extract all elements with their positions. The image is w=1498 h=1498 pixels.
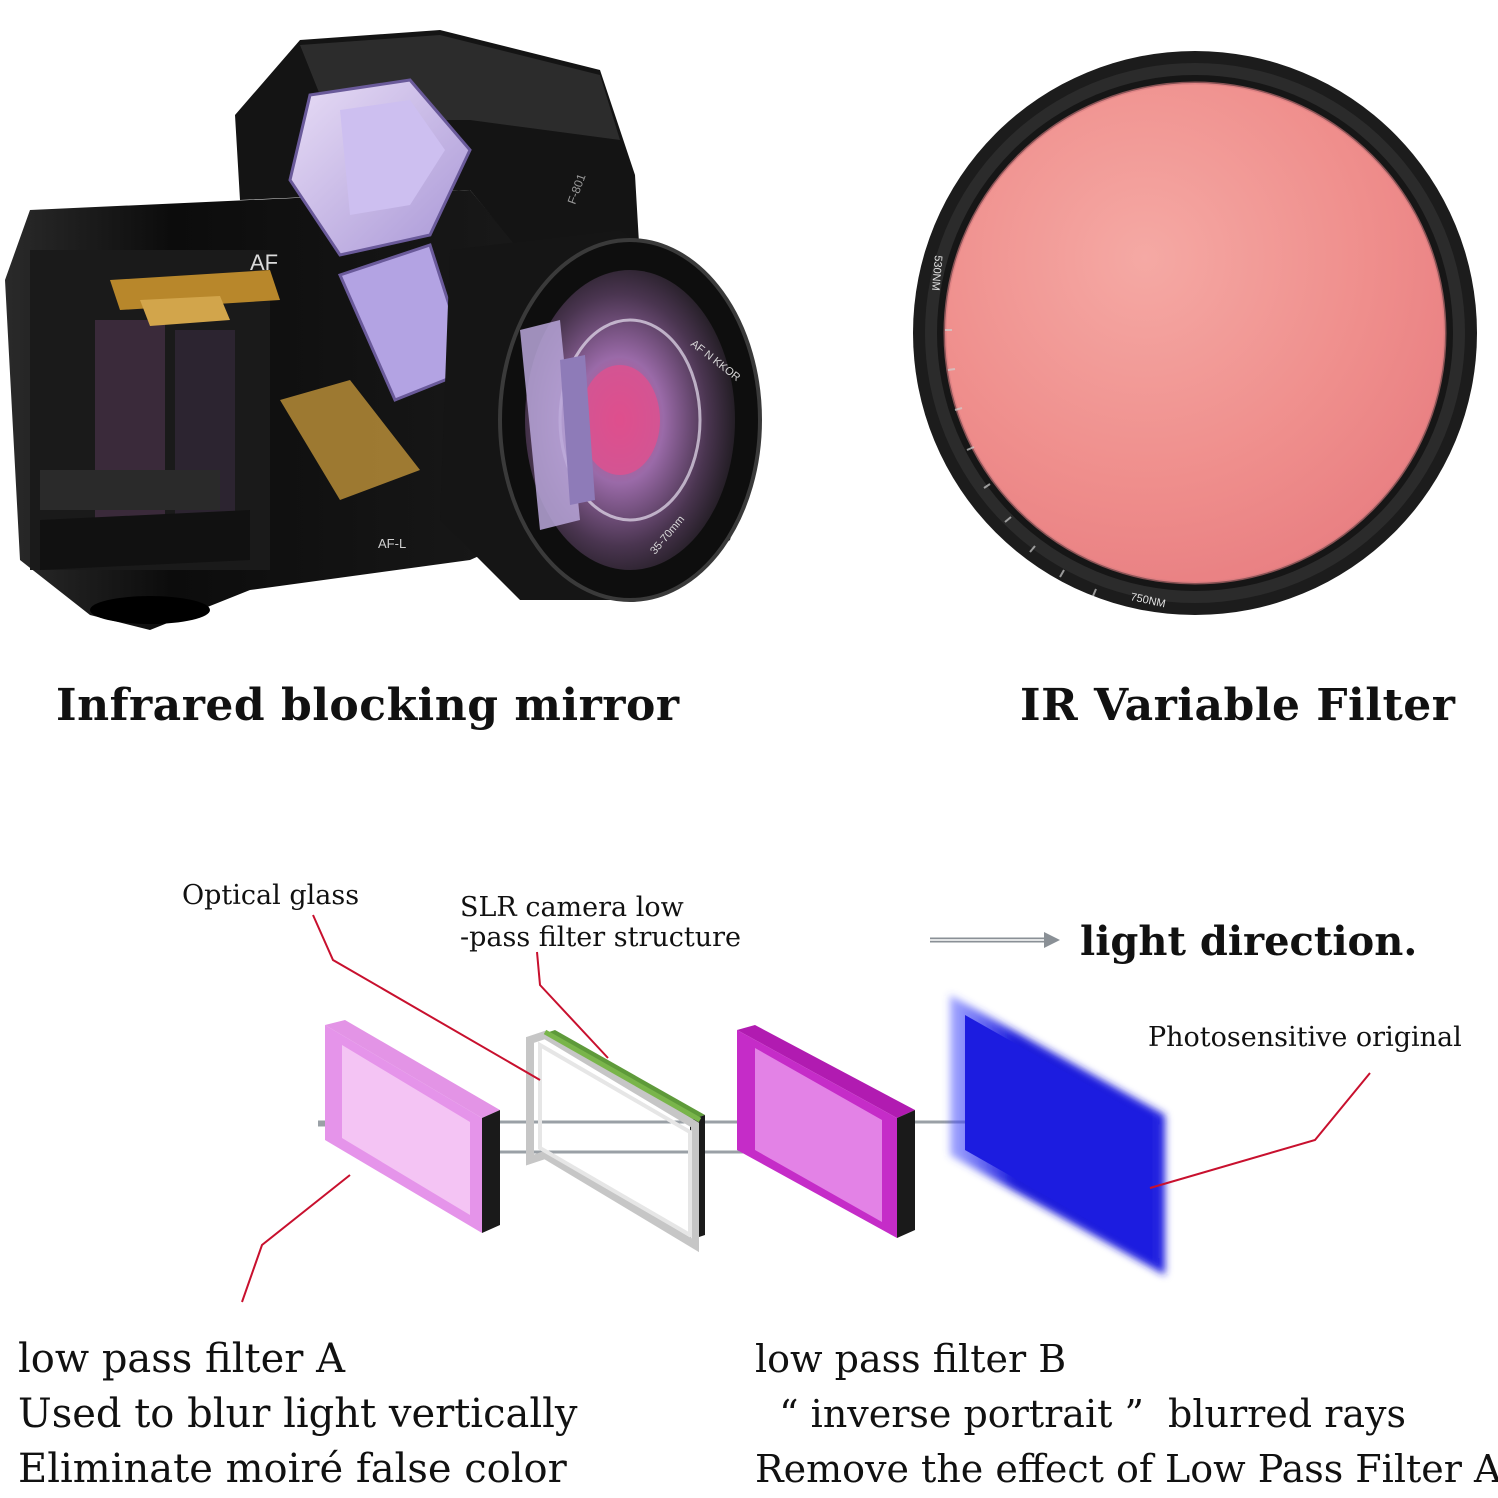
- ir-variable-filter-illustration: 530NM 750NM: [913, 51, 1477, 615]
- light-direction-label: light direction.: [1080, 918, 1418, 965]
- photosensitive-sensor-shape: [950, 995, 1165, 1275]
- low-pass-filter-a-shape: [325, 1020, 500, 1233]
- slr-structure-label-line2: -pass filter structure: [460, 922, 742, 953]
- slr-structure-label-line1: SLR camera low: [460, 892, 684, 923]
- low-pass-filter-b-shape: [737, 1025, 915, 1238]
- leader-line-filter-a: [241, 1174, 351, 1303]
- low-pass-filter-diagram: [241, 914, 1371, 1303]
- slr-lowpass-structure-shape: [526, 1029, 705, 1253]
- filter-a-description: low pass filter A Used to blur light ver…: [18, 1332, 578, 1497]
- filter-b-line3: Remove the effect of Low Pass Filter A: [755, 1447, 1498, 1491]
- filter-b-description: low pass filter B “ inverse portrait ” b…: [755, 1332, 1498, 1497]
- optical-glass-label: Optical glass: [182, 880, 360, 911]
- filter-a-line3: Eliminate moiré false color: [18, 1446, 567, 1492]
- leader-line-photosensitive: [1149, 1072, 1371, 1189]
- slr-structure-label: SLR camera low -pass filter structure: [460, 893, 741, 953]
- filter-min-marking: 530NM: [929, 255, 944, 291]
- filter-caption: IR Variable Filter: [1020, 680, 1456, 731]
- camera-caption: Infrared blocking mirror: [56, 680, 680, 731]
- camera-af-marking: AF: [250, 250, 278, 275]
- camera-afl-marking: AF-L: [378, 536, 406, 551]
- filter-a-line2: Used to blur light vertically: [18, 1391, 578, 1437]
- filter-b-line2: “ inverse portrait ” blurred rays: [755, 1392, 1406, 1436]
- photosensitive-label: Photosensitive original: [1148, 1022, 1462, 1053]
- leader-line-slr-structure: [536, 951, 609, 1059]
- filter-b-title: low pass filter B: [755, 1337, 1067, 1381]
- camera-cutaway-illustration: AF AF-L AF N KKOR 35-70mm F-801: [5, 30, 762, 630]
- leader-line-optical-glass: [312, 914, 541, 1081]
- light-direction-arrow: [930, 932, 1060, 948]
- filter-a-title: low pass filter A: [18, 1336, 345, 1382]
